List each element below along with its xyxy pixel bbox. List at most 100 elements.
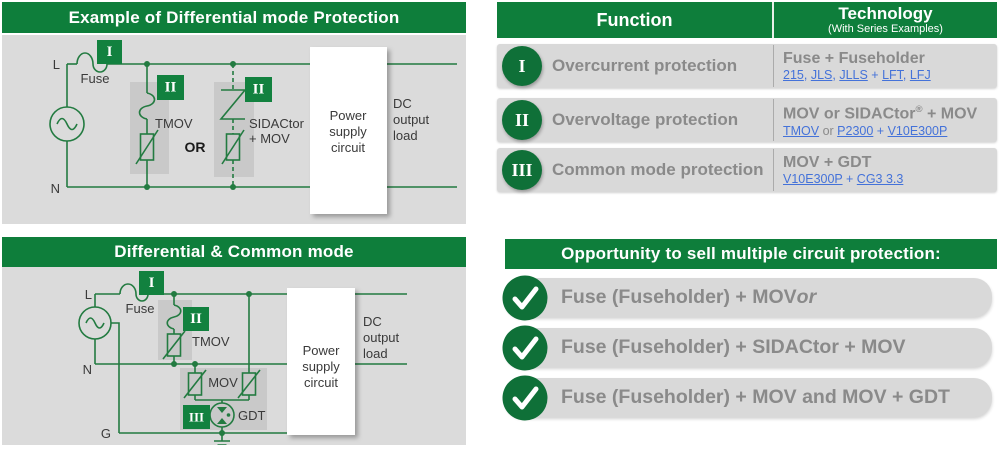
svg-text:Power: Power — [330, 108, 368, 123]
panel-differential-mode: Example of Differential mode Protection — [2, 2, 466, 224]
junction-dot — [192, 361, 198, 367]
label-N: N — [83, 362, 92, 377]
technology-title: Technology — [838, 3, 933, 23]
table-header: Function Technology (With Series Example… — [497, 2, 997, 38]
opportunity-text: Fuse (Fuseholder) + MOV and MOV + GDT — [561, 386, 950, 408]
tech-link[interactable]: V10E300P — [783, 171, 843, 186]
panel-differential-common-mode: Differential & Common mode — [2, 237, 466, 446]
junction-dot — [171, 361, 177, 367]
tmov-symbol — [135, 64, 159, 187]
diagram-common-mode: Power supply circuit I II III L Fuse N G — [2, 267, 466, 446]
label-dc: DC — [393, 96, 412, 111]
label-mov: MOV — [208, 375, 238, 390]
tech-link[interactable]: TMOV — [783, 123, 820, 138]
opportunity-title: Opportunity to sell multiple circuit pro… — [505, 239, 997, 269]
numeral-badge: II — [502, 100, 542, 140]
function-label: Overcurrent protection — [552, 56, 738, 75]
tech-links: V10E300P + CG3 3.3 — [783, 171, 904, 186]
svg-text:Power: Power — [303, 343, 341, 358]
fuse-symbol — [76, 52, 108, 73]
label-dc: DC — [363, 314, 382, 329]
column-divider — [773, 99, 774, 141]
svg-text:circuit: circuit — [331, 140, 365, 155]
opportunity-list: Fuse (Fuseholder) + MOV or Fuse (Fusehold… — [502, 275, 992, 428]
junction-dot — [230, 61, 236, 67]
tmov-symbol — [162, 294, 186, 364]
tech-title: MOV + GDT — [783, 153, 872, 171]
label-fuse: Fuse — [81, 71, 110, 86]
label-tmov: TMOV — [155, 116, 193, 131]
tech-links: TMOV or P2300 + V10E300P — [783, 123, 948, 138]
tech-link[interactable]: JLS — [810, 67, 833, 82]
label-fuse: Fuse — [126, 301, 155, 316]
opportunity-item: Fuse (Fuseholder) + MOV or — [502, 275, 992, 320]
label-G: G — [101, 426, 111, 441]
opportunity-item: Fuse (Fuseholder) + MOV and MOV + GDT — [502, 375, 992, 420]
power-supply-box: Power supply circuit — [310, 47, 387, 214]
tech-links: 215, JLS, JLLS + LFT, LFJ — [783, 67, 931, 82]
numeral-badge: III — [502, 150, 542, 190]
table-header-technology: Technology (With Series Examples) — [774, 2, 997, 38]
tech-title: MOV or SIDACtor® + MOV — [783, 104, 978, 123]
badge-overvoltage: II — [183, 307, 209, 331]
junction-dot — [144, 61, 150, 67]
power-supply-box: Power supply circuit — [287, 288, 355, 435]
tech-link[interactable]: LFT — [882, 67, 903, 82]
tech-link[interactable]: LFJ — [909, 67, 931, 82]
badge-common-mode: III — [183, 405, 210, 429]
mov-right-symbol — [237, 294, 261, 400]
checkmark-icon — [502, 325, 548, 371]
numeral-badge: I — [502, 46, 542, 86]
label-L: L — [85, 287, 92, 302]
table-header-function: Function — [497, 2, 774, 38]
diagram-differential: Power supply circuit I II II L Fuse N TM… — [2, 35, 466, 224]
technology-subtitle: (With Series Examples) — [828, 22, 943, 35]
label-N: N — [51, 181, 60, 196]
ac-source — [49, 106, 85, 142]
label-or: OR — [185, 139, 206, 155]
junction-dot — [144, 184, 150, 190]
common-mode-circuit-svg: Power supply circuit I II III L Fuse N G — [78, 271, 407, 446]
panel-title: Example of Differential mode Protection — [2, 2, 466, 33]
label-L: L — [53, 57, 60, 72]
svg-text:I: I — [149, 275, 155, 291]
badge-overvoltage-sidactor: II — [245, 77, 272, 102]
table-row: I Overcurrent protection Fuse + Fuseholder… — [497, 44, 997, 88]
tech-link[interactable]: CG3 3.3 — [856, 171, 904, 186]
column-divider — [773, 45, 774, 87]
fuse-symbol — [119, 283, 149, 302]
label-load: load — [363, 346, 388, 361]
tech-link[interactable]: V10E300P — [887, 123, 948, 138]
label-sidactor-mov: + MOV — [249, 131, 290, 146]
opportunity-item: Fuse (Fuseholder) + SIDACtor + MOV — [502, 325, 992, 370]
function-technology-table: I Overcurrent protection Fuse + Fuseholder… — [497, 38, 997, 192]
column-divider — [773, 149, 774, 191]
svg-text:circuit: circuit — [304, 375, 338, 390]
panel-title: Differential & Common mode — [2, 237, 466, 267]
badge-overcurrent: I — [97, 40, 122, 64]
tech-link[interactable]: 215 — [783, 67, 804, 82]
svg-text:II: II — [165, 80, 177, 96]
differential-circuit-svg: Power supply circuit I II II L Fuse N TM… — [49, 40, 457, 214]
label-load: load — [393, 128, 418, 143]
label-sidactor: SIDACtor — [249, 116, 305, 131]
svg-text:III: III — [189, 410, 204, 425]
tech-link[interactable]: P2300 — [837, 123, 874, 138]
tech-link[interactable]: JLLS — [839, 67, 868, 82]
junction-dot — [219, 430, 225, 436]
label-output: output — [393, 112, 430, 127]
label-output: output — [363, 330, 400, 345]
opportunity-text: Fuse (Fuseholder) + MOV or — [561, 286, 817, 308]
junction-dot — [171, 291, 177, 297]
svg-text:II: II — [253, 82, 265, 98]
label-gdt: GDT — [238, 408, 266, 423]
tech-title: Fuse + Fuseholder — [783, 49, 925, 67]
svg-text:supply: supply — [329, 124, 367, 139]
sidactor-symbol — [219, 64, 247, 187]
checkmark-icon — [502, 375, 548, 421]
